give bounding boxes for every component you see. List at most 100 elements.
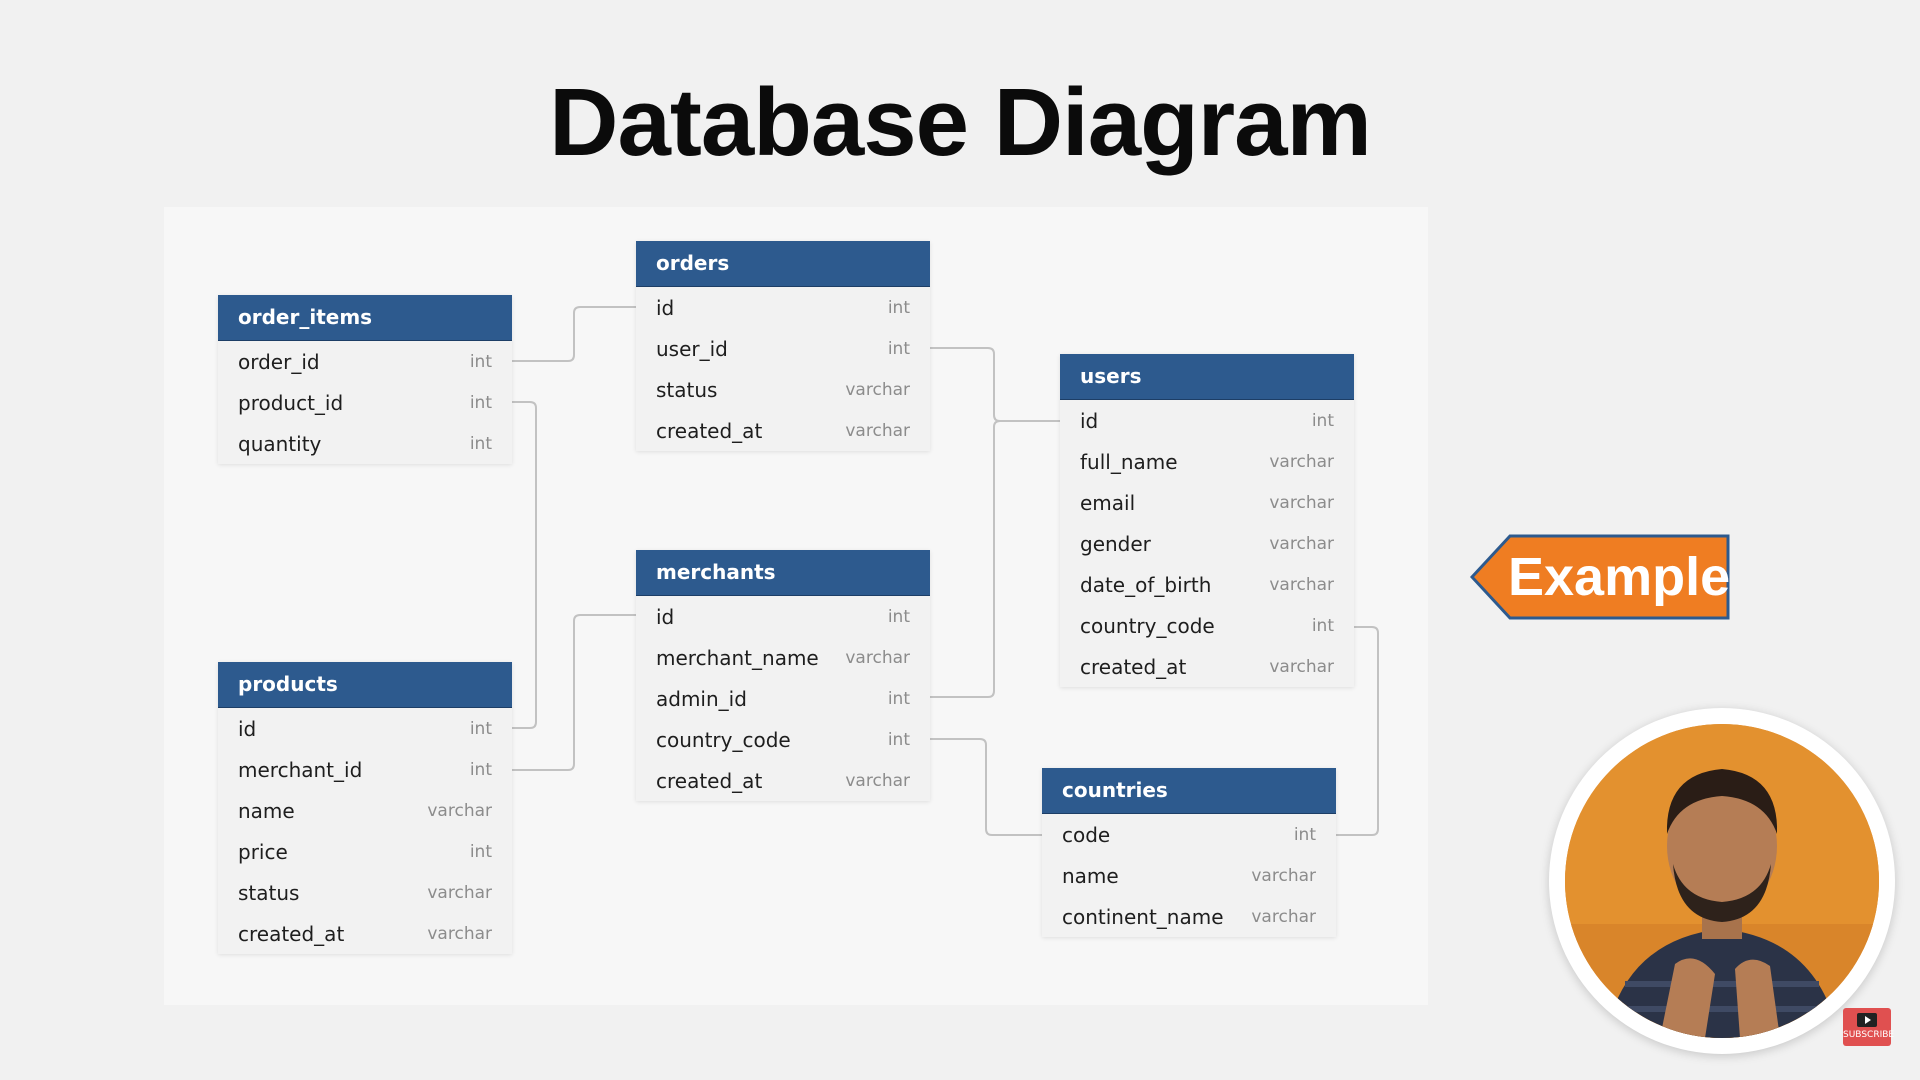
column-name: country_code (656, 727, 791, 752)
column-name: product_id (238, 390, 344, 415)
example-callout: Example (1469, 534, 1731, 620)
presenter-figure (1565, 724, 1879, 1038)
table-row[interactable]: id int (636, 287, 930, 328)
column-name: country_code (1080, 613, 1215, 638)
column-name: name (238, 798, 295, 823)
column-type: int (469, 759, 492, 780)
column-name: id (238, 716, 257, 741)
table-row[interactable]: country_code int (636, 719, 930, 760)
column-name: id (656, 604, 675, 629)
column-type: varchar (845, 379, 910, 400)
column-type: int (887, 338, 910, 359)
column-type: varchar (845, 770, 910, 791)
table-header[interactable]: merchants (636, 550, 930, 596)
table-orders[interactable]: orders id int user_id int status varchar cr… (636, 241, 930, 451)
column-type: int (469, 718, 492, 739)
table-row[interactable]: country_code int (1060, 605, 1354, 646)
table-header[interactable]: orders (636, 241, 930, 287)
column-name: created_at (656, 768, 763, 793)
table-header[interactable]: users (1060, 354, 1354, 400)
table-countries[interactable]: countries code int name varchar continent_… (1042, 768, 1336, 937)
column-name: status (238, 880, 300, 905)
column-type: varchar (1269, 451, 1334, 472)
column-name: full_name (1080, 449, 1178, 474)
subscribe-badge[interactable]: SUBSCRIBE (1843, 1008, 1895, 1046)
column-name: merchant_id (238, 757, 363, 782)
column-name: quantity (238, 431, 322, 456)
table-row[interactable]: order_id int (218, 341, 512, 382)
column-type: varchar (427, 923, 492, 944)
table-row[interactable]: quantity int (218, 423, 512, 464)
play-icon (1857, 1013, 1877, 1027)
column-type: varchar (1269, 492, 1334, 513)
column-name: created_at (656, 418, 763, 443)
table-row[interactable]: name varchar (218, 790, 512, 831)
table-row[interactable]: full_name varchar (1060, 441, 1354, 482)
column-type: int (1311, 615, 1334, 636)
table-row[interactable]: gender varchar (1060, 523, 1354, 564)
table-row[interactable]: id int (636, 596, 930, 637)
column-type: varchar (1251, 906, 1316, 927)
table-header[interactable]: order_items (218, 295, 512, 341)
column-name: user_id (656, 336, 728, 361)
column-type: int (469, 841, 492, 862)
column-name: order_id (238, 349, 320, 374)
column-name: code (1062, 822, 1111, 847)
column-name: gender (1080, 531, 1151, 556)
page-title: Database Diagram (549, 69, 1372, 176)
presenter-avatar (1549, 708, 1895, 1054)
table-row[interactable]: product_id int (218, 382, 512, 423)
column-type: int (469, 351, 492, 372)
column-type: int (469, 392, 492, 413)
column-name: id (1080, 408, 1099, 433)
table-row[interactable]: price int (218, 831, 512, 872)
column-type: varchar (845, 647, 910, 668)
column-type: int (887, 688, 910, 709)
column-type: varchar (1269, 533, 1334, 554)
example-label: Example (1508, 547, 1731, 607)
column-type: int (887, 297, 910, 318)
table-row[interactable]: id int (218, 708, 512, 749)
column-name: merchant_name (656, 645, 819, 670)
subscribe-label: SUBSCRIBE (1843, 1030, 1895, 1040)
column-name: date_of_birth (1080, 572, 1212, 597)
table-row[interactable]: user_id int (636, 328, 930, 369)
presenter-photo (1565, 724, 1879, 1038)
table-row[interactable]: merchant_id int (218, 749, 512, 790)
column-name: email (1080, 490, 1136, 515)
table-header[interactable]: products (218, 662, 512, 708)
table-row[interactable]: status varchar (218, 872, 512, 913)
column-type: varchar (427, 800, 492, 821)
table-header[interactable]: countries (1042, 768, 1336, 814)
column-name: id (656, 295, 675, 320)
column-type: int (887, 606, 910, 627)
table-row[interactable]: code int (1042, 814, 1336, 855)
column-name: created_at (1080, 654, 1187, 679)
table-row[interactable]: continent_name varchar (1042, 896, 1336, 937)
column-name: continent_name (1062, 904, 1224, 929)
column-name: name (1062, 863, 1119, 888)
column-type: varchar (427, 882, 492, 903)
column-name: status (656, 377, 718, 402)
table-row[interactable]: email varchar (1060, 482, 1354, 523)
column-type: int (1293, 824, 1316, 845)
column-type: int (887, 729, 910, 750)
column-type: varchar (1269, 656, 1334, 677)
table-row[interactable]: status varchar (636, 369, 930, 410)
table-row[interactable]: created_at varchar (1060, 646, 1354, 687)
column-type: varchar (1251, 865, 1316, 886)
table-row[interactable]: name varchar (1042, 855, 1336, 896)
table-row[interactable]: created_at varchar (636, 760, 930, 801)
table-row[interactable]: merchant_name varchar (636, 637, 930, 678)
column-type: int (469, 433, 492, 454)
column-name: price (238, 839, 288, 864)
